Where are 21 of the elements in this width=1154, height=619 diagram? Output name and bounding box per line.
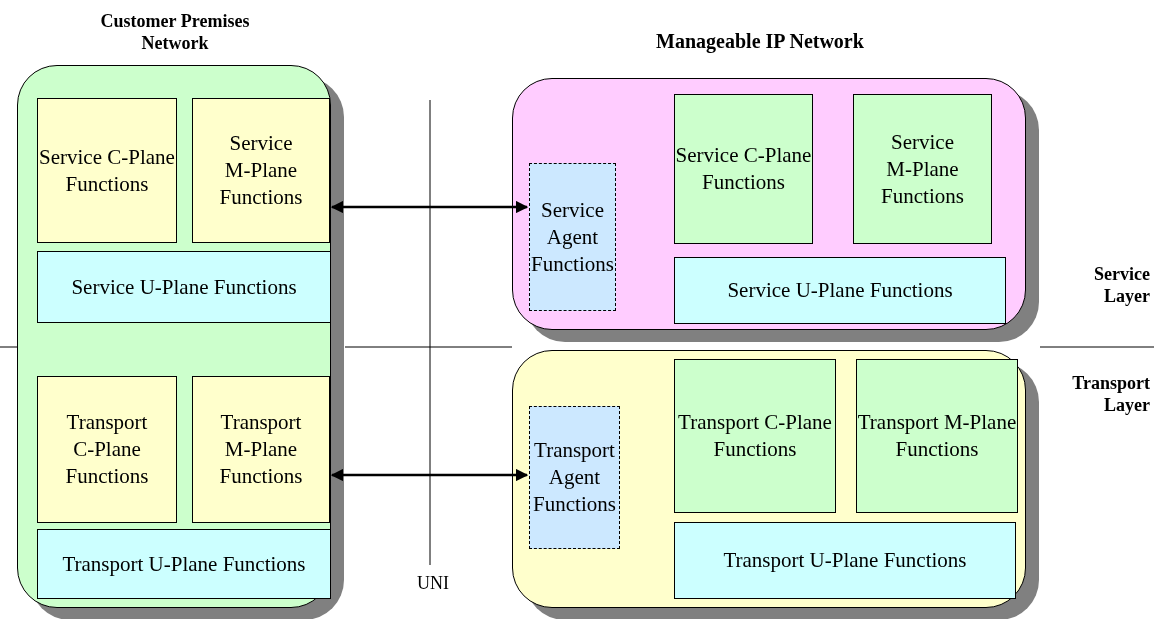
- function-box: Service C-Plane Functions: [674, 94, 813, 244]
- function-box: Service M-Plane Functions: [853, 94, 992, 244]
- agent-box: Service Agent Functions: [529, 163, 616, 311]
- interface-label: UNI: [416, 572, 450, 594]
- section-title: Manageable IP Network: [655, 30, 865, 52]
- double-arrow: [330, 200, 529, 214]
- layer-label: Service Layer: [1093, 263, 1150, 307]
- box-title: Customer Premises Network: [99, 10, 251, 54]
- function-box: Transport U-Plane Functions: [674, 522, 1016, 599]
- function-box: Service M-Plane Functions: [192, 98, 330, 243]
- function-box: Transport C-Plane Functions: [674, 359, 836, 513]
- function-box: Service C-Plane Functions: [37, 98, 177, 243]
- double-arrow: [330, 468, 529, 482]
- function-box: Transport U-Plane Functions: [37, 529, 331, 599]
- layer-label: Transport Layer: [1071, 372, 1150, 416]
- function-box: Transport M-Plane Functions: [192, 376, 330, 523]
- function-box: Transport M-Plane Functions: [856, 359, 1018, 513]
- function-box: Service U-Plane Functions: [37, 251, 331, 323]
- agent-box: Transport Agent Functions: [529, 406, 620, 549]
- function-box: Transport C-Plane Functions: [37, 376, 177, 523]
- function-box: Service U-Plane Functions: [674, 257, 1006, 324]
